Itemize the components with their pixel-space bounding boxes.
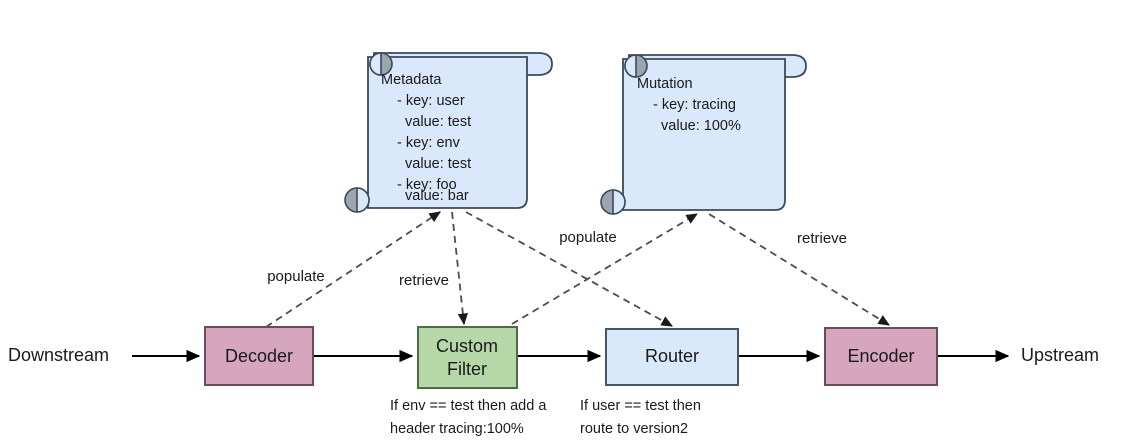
edge-metadata-retrieve-custom-filter xyxy=(451,211,468,326)
node-encoder[interactable]: Encoder xyxy=(824,327,938,386)
scroll-metadata-line-3: value: test xyxy=(397,156,471,172)
scroll-metadata-body xyxy=(367,56,528,209)
node-decoder[interactable]: Decoder xyxy=(204,326,314,386)
node-encoder-label: Encoder xyxy=(847,346,914,366)
scroll-metadata-line-4: - key: foo xyxy=(397,177,457,193)
edge-label-retrieve-custom-filter: retrieve xyxy=(399,272,449,289)
note-custom-filter-line2: header tracing:100% xyxy=(390,421,524,437)
scroll-metadata-line-2: - key: env xyxy=(397,135,461,151)
scroll-mutation-body xyxy=(622,58,786,211)
note-router-line2: route to version2 xyxy=(580,421,688,437)
edge-decoder-populates-metadata xyxy=(265,211,441,328)
node-router[interactable]: Router xyxy=(605,328,739,386)
edge-label-retrieve-encoder: retrieve xyxy=(797,230,847,247)
scroll-mutation-bottom-curl-inner xyxy=(612,189,626,215)
dashed-edge-group xyxy=(265,211,890,328)
edge-label-populate-metadata: populate xyxy=(267,268,325,285)
scroll-mutation-top-curl-inner xyxy=(624,54,637,78)
node-decoder-label: Decoder xyxy=(225,346,293,366)
note-custom-filter-line1: If env == test then add a xyxy=(390,398,547,414)
scroll-mutation: Mutation - key: tracing value: 100% xyxy=(600,54,807,215)
scroll-mutation-line-1: value: 100% xyxy=(653,118,741,134)
scroll-metadata-top-curl-inner xyxy=(369,52,382,76)
node-decoder-box[interactable] xyxy=(204,326,314,386)
node-custom-filter-box[interactable] xyxy=(417,326,518,389)
node-custom-filter[interactable]: Custom Filter xyxy=(417,326,518,389)
scroll-metadata-line-5: value: bar xyxy=(397,188,469,204)
scroll-metadata-line-0: - key: user xyxy=(397,93,465,109)
node-custom-filter-label-line2: Filter xyxy=(447,359,487,379)
scroll-metadata-title: Metadata xyxy=(381,72,442,88)
scroll-metadata: Metadata - key: user value: test - key: … xyxy=(344,52,553,213)
scroll-mutation-title: Mutation xyxy=(637,76,693,92)
scroll-metadata-line-1: value: test xyxy=(397,114,471,130)
node-custom-filter-label-line1: Custom xyxy=(436,336,498,356)
note-router-line1: If user == test then xyxy=(580,398,701,414)
node-router-box[interactable] xyxy=(605,328,739,386)
endpoint-label-downstream: Downstream xyxy=(8,345,109,365)
node-router-label: Router xyxy=(645,346,699,366)
node-encoder-box[interactable] xyxy=(824,327,938,386)
edge-label-populate-mutation: populate xyxy=(559,229,617,246)
endpoint-label-upstream: Upstream xyxy=(1021,345,1099,365)
edge-metadata-retrieve-router xyxy=(465,211,674,327)
scroll-metadata-bottom-curl-inner xyxy=(356,187,370,213)
scroll-mutation-line-0: - key: tracing xyxy=(653,97,736,113)
